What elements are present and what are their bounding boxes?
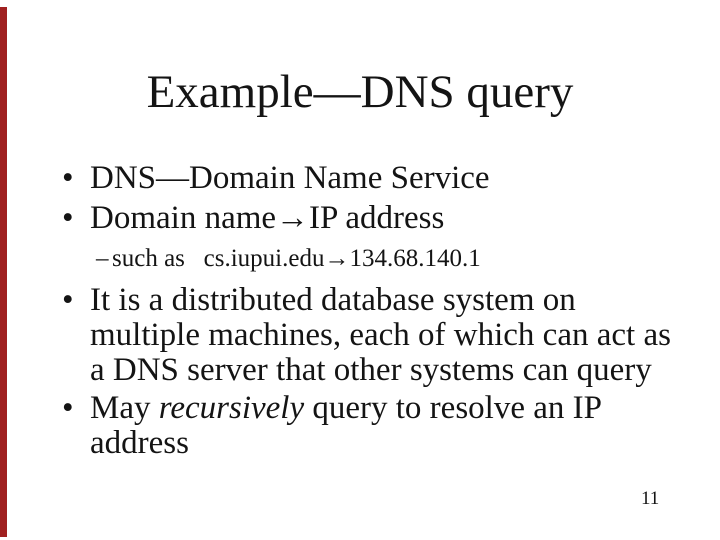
bullet-text-recursive-line2: address bbox=[90, 425, 189, 461]
text-segment: May bbox=[90, 390, 159, 426]
bullet-text-dns: DNS—Domain Name Service bbox=[90, 160, 490, 196]
bullet-marker: • bbox=[62, 282, 74, 318]
bullet-text-distributed-line2: multiple machines, each of which can act… bbox=[90, 317, 671, 353]
slide-title: Example—DNS query bbox=[146, 66, 574, 118]
sub-bullet-text-example: such as cs.iupui.edu→134.68.140.1 bbox=[112, 245, 481, 272]
text-segment: query to resolve an IP bbox=[304, 390, 602, 426]
bullet-marker: • bbox=[62, 390, 74, 426]
left-accent-bar bbox=[0, 7, 7, 537]
bullet-marker: • bbox=[62, 160, 74, 196]
bullet-text-domain-name: Domain name→IP address bbox=[90, 200, 445, 236]
italic-word-recursively: recursively bbox=[158, 390, 305, 426]
bullet-marker: • bbox=[62, 200, 74, 236]
bullet-text-distributed-line1: It is a distributed database system on bbox=[90, 282, 576, 318]
sub-bullet-dash: – bbox=[96, 245, 109, 272]
bullet-text-distributed-line3: a DNS server that other systems can quer… bbox=[90, 352, 652, 388]
page-number: 11 bbox=[641, 488, 660, 509]
bullet-text-recursive-line1: May recursively query to resolve an IP bbox=[90, 390, 602, 426]
